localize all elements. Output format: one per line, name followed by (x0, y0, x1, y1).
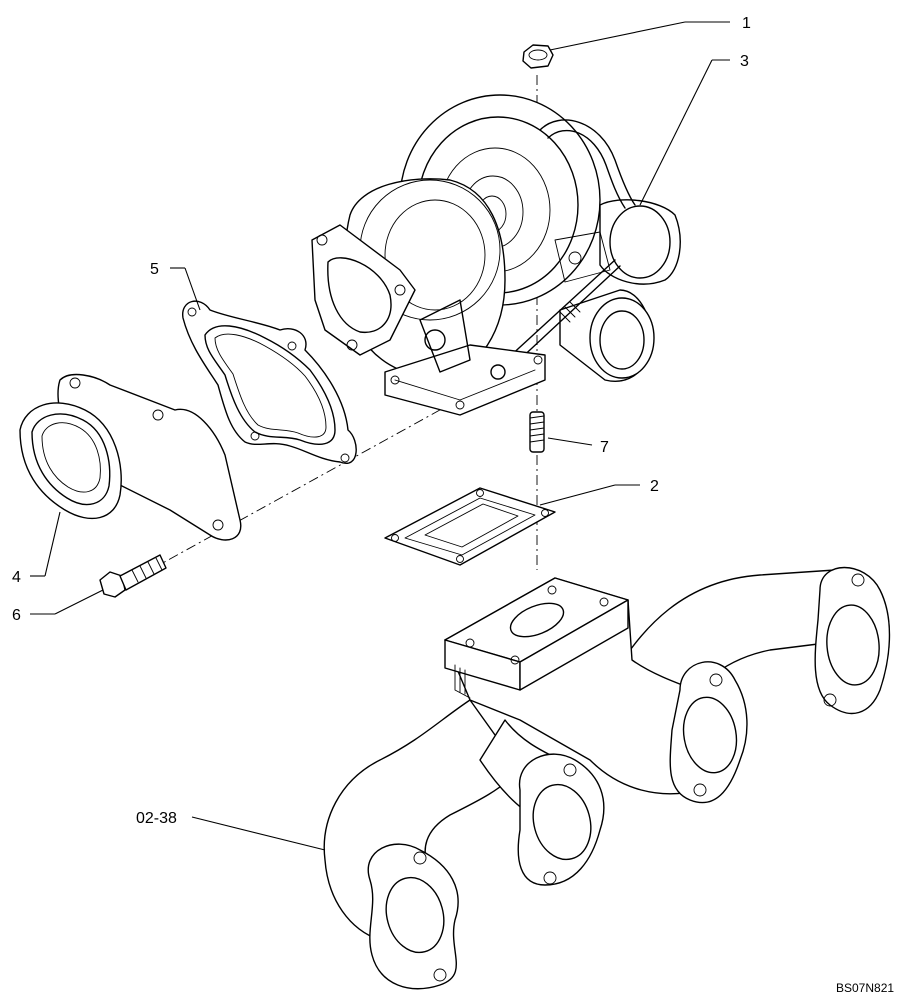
nut (522, 44, 554, 69)
turbine-inlet-gasket (182, 300, 357, 465)
callout-manifold: 02-38 (136, 810, 177, 827)
callout-4: 4 (12, 569, 21, 586)
callout-1: 1 (742, 15, 751, 32)
callout-labels: 1 3 5 7 2 4 6 02-38 BS07N821 (12, 15, 894, 995)
callout-3: 3 (740, 53, 749, 70)
callout-2: 2 (650, 478, 659, 495)
inlet-adapter (19, 373, 242, 541)
leader-lines (30, 21, 730, 851)
flange-gasket (384, 487, 556, 566)
callout-5: 5 (150, 261, 159, 278)
turbocharger (311, 94, 681, 416)
bolt (99, 554, 167, 598)
exhaust-manifold (323, 566, 891, 990)
callout-7: 7 (600, 439, 609, 456)
callout-6: 6 (12, 607, 21, 624)
stud (529, 411, 545, 453)
drawing-code: BS07N821 (836, 981, 894, 995)
